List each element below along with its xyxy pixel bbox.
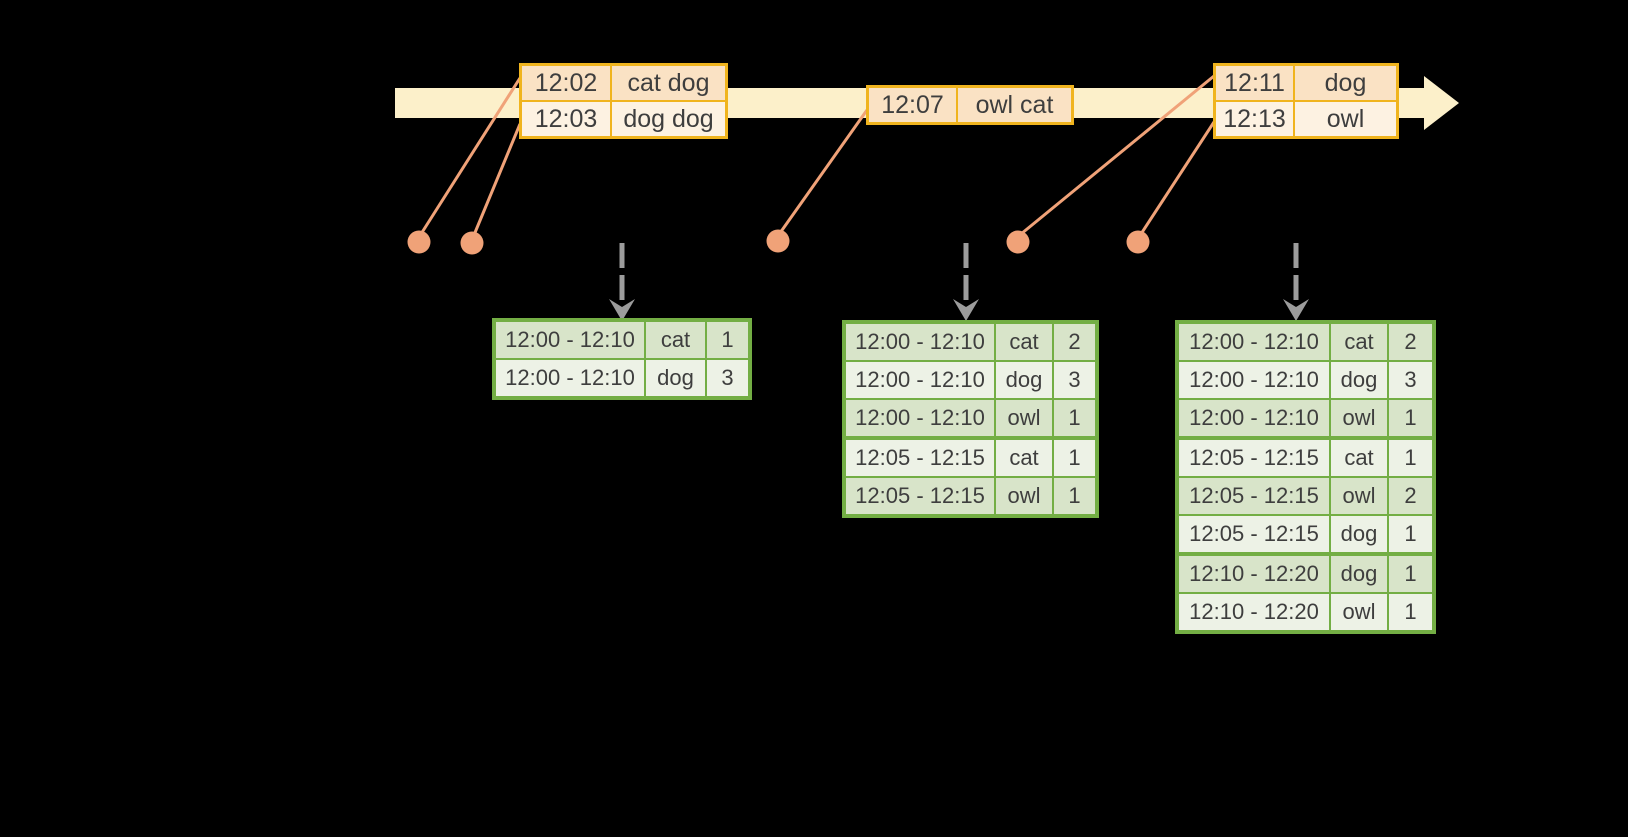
event-time-dot bbox=[1006, 230, 1030, 254]
word-cell: dog bbox=[1329, 516, 1387, 552]
count-cell: 3 bbox=[1387, 362, 1432, 398]
event-time-dot bbox=[407, 230, 431, 254]
window-cell: 12:00 - 12:10 bbox=[496, 360, 644, 396]
count-cell: 3 bbox=[1052, 362, 1095, 398]
word-cell: owl bbox=[994, 478, 1052, 514]
count-cell: 2 bbox=[1387, 324, 1432, 360]
trigger-arrow bbox=[953, 243, 979, 321]
event-connector-line bbox=[778, 109, 869, 234]
count-cell: 2 bbox=[1052, 324, 1095, 360]
word-cell: dog bbox=[1329, 362, 1387, 398]
word-cell: dog bbox=[1329, 556, 1387, 592]
word-cell: cat bbox=[644, 322, 705, 358]
word-cell: dog bbox=[644, 360, 705, 396]
word-cell: cat bbox=[994, 440, 1052, 476]
window-cell: 12:00 - 12:10 bbox=[846, 324, 994, 360]
window-cell: 12:00 - 12:10 bbox=[1179, 324, 1329, 360]
event-words-cell: dog bbox=[1293, 66, 1396, 100]
window-cell: 12:00 - 12:10 bbox=[496, 322, 644, 358]
window-cell: 12:05 - 12:15 bbox=[1179, 440, 1329, 476]
word-cell: owl bbox=[994, 400, 1052, 436]
word-cell: cat bbox=[1329, 440, 1387, 476]
event-time-dot bbox=[766, 229, 790, 253]
event-time-cell: 12:13 bbox=[1216, 102, 1293, 136]
word-cell: dog bbox=[994, 362, 1052, 398]
window-cell: 12:05 - 12:15 bbox=[846, 440, 994, 476]
arrow-down-icon bbox=[1283, 299, 1309, 321]
event-words-cell: owl bbox=[1293, 102, 1396, 136]
count-cell: 3 bbox=[705, 360, 748, 396]
word-cell: owl bbox=[1329, 594, 1387, 630]
window-cell: 12:00 - 12:10 bbox=[1179, 362, 1329, 398]
window-cell: 12:05 - 12:15 bbox=[846, 478, 994, 514]
count-cell: 1 bbox=[705, 322, 748, 358]
event-time-cell: 12:03 bbox=[522, 102, 610, 136]
event-time-cell: 12:11 bbox=[1216, 66, 1293, 100]
event-time-cell: 12:07 bbox=[869, 88, 956, 122]
event-time-cell: 12:02 bbox=[522, 66, 610, 100]
word-cell: owl bbox=[1329, 478, 1387, 514]
count-cell: 1 bbox=[1387, 400, 1432, 436]
word-cell: cat bbox=[1329, 324, 1387, 360]
count-cell: 1 bbox=[1052, 478, 1095, 514]
window-cell: 12:05 - 12:15 bbox=[1179, 516, 1329, 552]
window-cell: 12:05 - 12:15 bbox=[1179, 478, 1329, 514]
word-cell: cat bbox=[994, 324, 1052, 360]
window-cell: 12:10 - 12:20 bbox=[1179, 556, 1329, 592]
arrow-down-icon bbox=[609, 299, 635, 321]
count-cell: 1 bbox=[1052, 440, 1095, 476]
count-cell: 1 bbox=[1052, 400, 1095, 436]
count-cell: 1 bbox=[1387, 556, 1432, 592]
event-words-cell: dog dog bbox=[610, 102, 725, 136]
trigger-arrow bbox=[609, 243, 635, 321]
event-connector-line bbox=[1020, 74, 1215, 236]
event-connector-line bbox=[472, 123, 522, 236]
window-cell: 12:00 - 12:10 bbox=[1179, 400, 1329, 436]
word-cell: owl bbox=[1329, 400, 1387, 436]
event-connector-line bbox=[419, 77, 522, 235]
event-connector-line bbox=[1139, 121, 1216, 235]
timeline-arrowhead-icon bbox=[1424, 76, 1459, 130]
count-cell: 1 bbox=[1387, 440, 1432, 476]
trigger-arrow bbox=[1283, 243, 1309, 321]
window-cell: 12:10 - 12:20 bbox=[1179, 594, 1329, 630]
arrow-down-icon bbox=[953, 299, 979, 321]
event-words-cell: owl cat bbox=[956, 88, 1071, 122]
window-cell: 12:00 - 12:10 bbox=[846, 400, 994, 436]
count-cell: 1 bbox=[1387, 516, 1432, 552]
window-cell: 12:00 - 12:10 bbox=[846, 362, 994, 398]
event-time-dot bbox=[460, 231, 484, 255]
count-cell: 1 bbox=[1387, 594, 1432, 630]
event-words-cell: cat dog bbox=[610, 66, 725, 100]
count-cell: 2 bbox=[1387, 478, 1432, 514]
event-time-dot bbox=[1126, 230, 1150, 254]
